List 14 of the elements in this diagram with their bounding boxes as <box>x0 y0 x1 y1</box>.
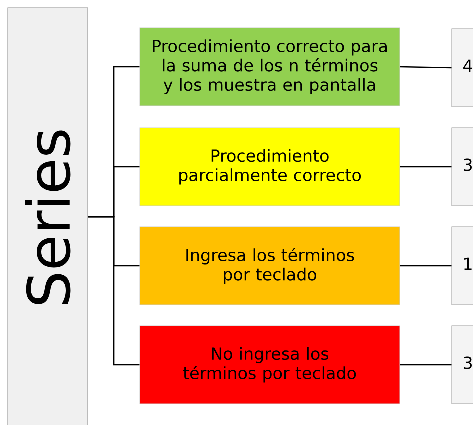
score-box: 1 <box>452 226 473 306</box>
connector-line <box>400 364 452 366</box>
category-box: Ingresa los términos por teclado <box>140 226 400 306</box>
connector-line <box>88 216 140 366</box>
category-box: Procedimiento correcto para la suma de los n términos y los muestra en pantalla <box>140 28 400 106</box>
score-box: 4 <box>452 28 473 108</box>
score-box: 3 <box>452 128 473 206</box>
category-box: No ingresa los términos por teclado <box>140 326 400 404</box>
category-box: Procedimiento parcialmente correcto <box>140 128 400 206</box>
connector-line <box>400 265 452 267</box>
score-box: 3 <box>452 326 473 404</box>
connector-line <box>400 66 452 69</box>
title-box: Series <box>8 8 88 425</box>
connector-line <box>400 166 452 168</box>
